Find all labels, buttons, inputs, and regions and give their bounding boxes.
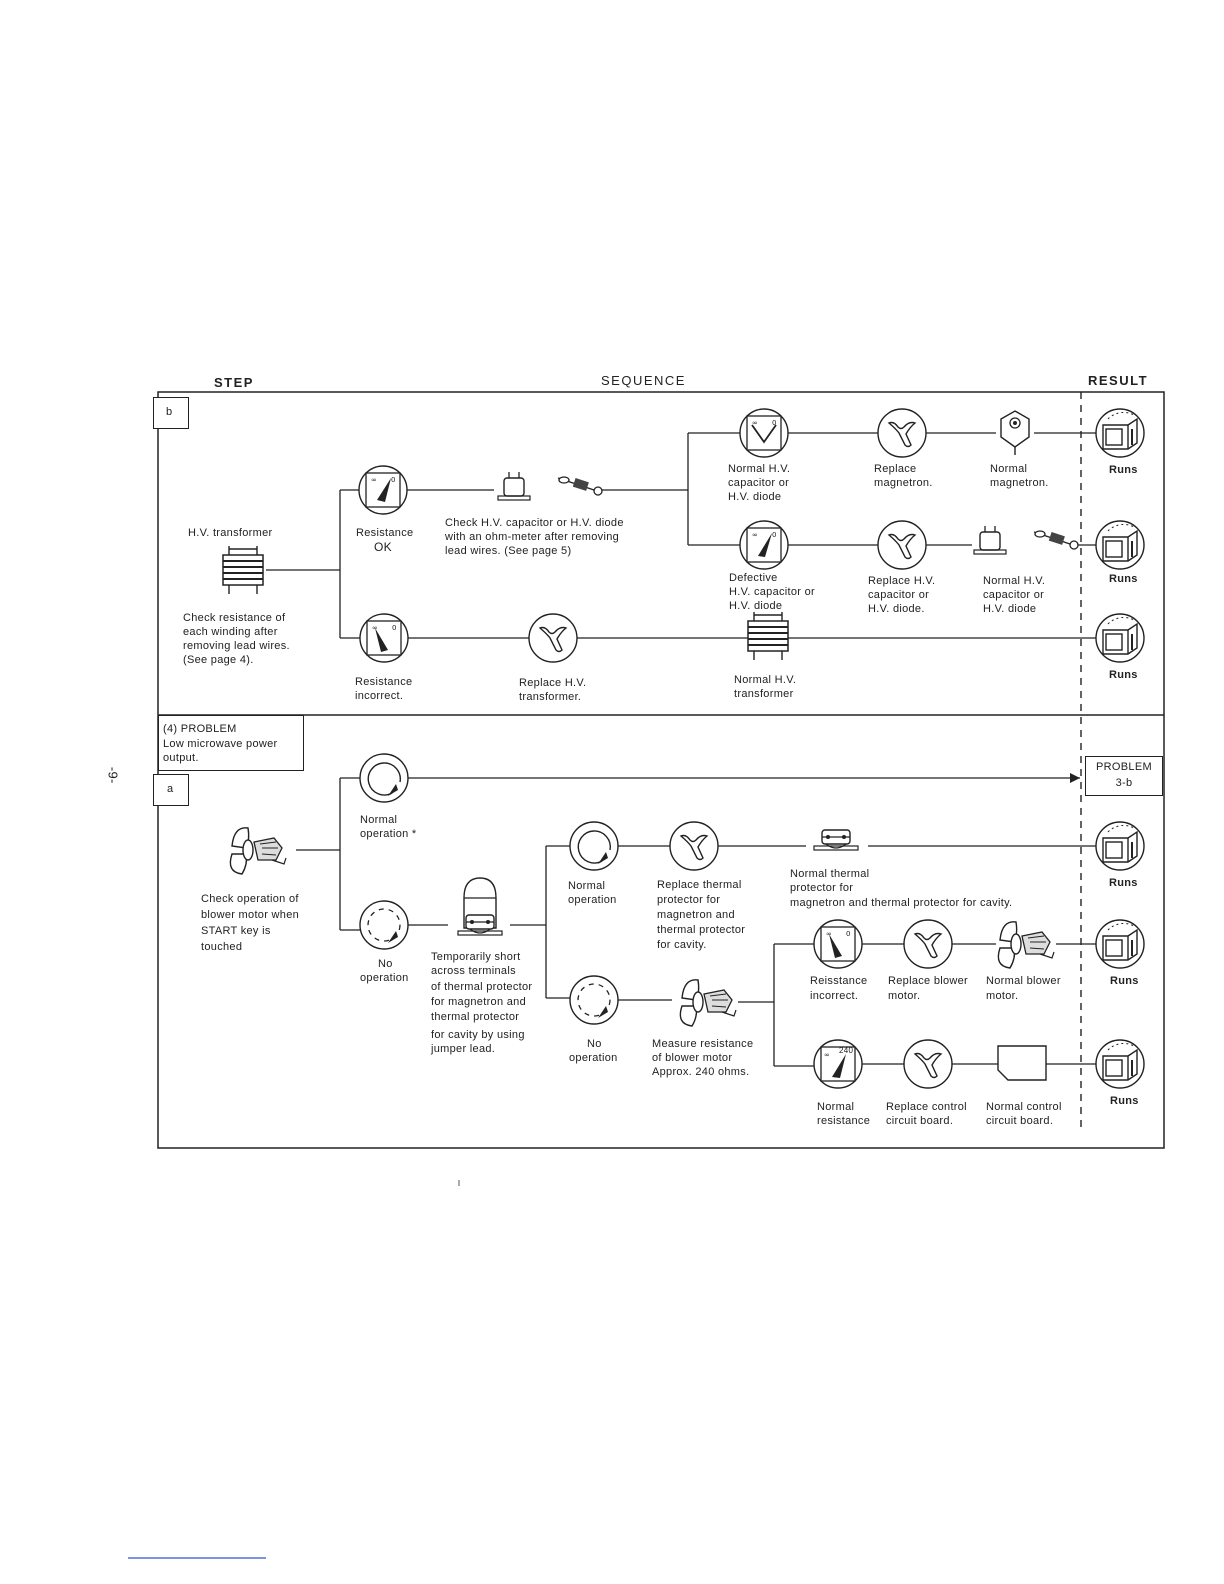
step-header: STEP <box>214 375 254 390</box>
meter-value: 240 <box>839 1046 854 1055</box>
svg-text:∞: ∞ <box>824 1051 830 1059</box>
runs-label-b2: Runs <box>1109 573 1138 585</box>
section-a-label: a <box>167 783 174 795</box>
runs-label-a2: Runs <box>1110 975 1139 987</box>
section-a-label-box: a <box>153 774 189 806</box>
runs-label-b3: Runs <box>1109 669 1138 681</box>
section-b-label-box: b <box>153 397 189 429</box>
section-b-label: b <box>166 406 173 418</box>
runs-label-a1: Runs <box>1109 877 1138 889</box>
page-number: -9- <box>105 766 121 784</box>
result-header: RESULT <box>1088 373 1149 388</box>
problem-4-title: (4) PROBLEM <box>163 723 237 735</box>
runs-label-b1: Runs <box>1109 464 1138 476</box>
sequence-header: SEQUENCE <box>601 373 686 388</box>
problem-3b-box: PROBLEM 3-b <box>1085 756 1163 796</box>
problem-4-box: (4) PROBLEM Low microwave power output. <box>158 715 304 771</box>
hv-transformer-title: H.V. transformer <box>188 527 273 539</box>
runs-label-a3: Runs <box>1110 1095 1139 1107</box>
